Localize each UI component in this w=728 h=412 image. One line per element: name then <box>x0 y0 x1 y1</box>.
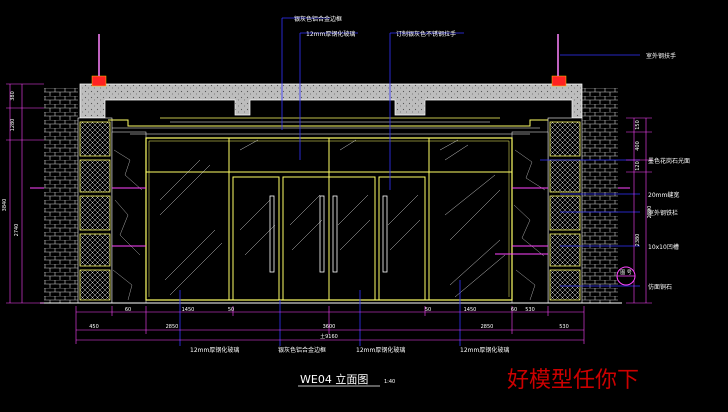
dim-bot-6: 3600 <box>323 324 336 330</box>
door-handles <box>269 195 388 273</box>
dim-bot-12: 530 <box>559 324 569 330</box>
dim-bot-1: 450 <box>89 324 99 330</box>
ann-bottom-glass-2: 12mm厚钢化玻璃 <box>356 346 405 354</box>
ann-bottom-aluminum: 银灰色铝合金边框 <box>278 346 326 354</box>
ann-right-granite: 墨色花岗石光面 <box>648 157 690 165</box>
dim-left-d: 2740 <box>14 224 20 237</box>
dim-right-a: 150 <box>635 120 641 130</box>
ann-right-gap: 20mm缝宽 <box>648 191 679 199</box>
detail-marker: 图 号 <box>616 266 636 286</box>
dim-right-d: 2890 <box>647 206 653 219</box>
dim-bot-8: 1450 <box>464 307 477 313</box>
ann-top-tempered-glass: 12mm厚钢化玻璃 <box>306 30 355 38</box>
ann-right-groove: 10x10凹槽 <box>648 243 679 251</box>
watermark: 好模型任你下 <box>507 368 639 393</box>
dim-bot-7: 50 <box>425 307 431 313</box>
dim-right-e: 2380 <box>635 234 641 247</box>
left-pillar <box>77 117 113 304</box>
magenta-accents <box>30 187 630 255</box>
dim-bot-4: 50 <box>228 307 234 313</box>
bottom-dimensions <box>75 306 585 344</box>
ann-top-aluminum-frame: 银灰色铝合金边框 <box>294 15 342 23</box>
dim-bot-9: 60 <box>511 307 517 313</box>
dim-right-c: 120 <box>635 161 641 171</box>
door-leaves <box>232 176 426 301</box>
ann-bottom-glass-3: 12mm厚钢化玻璃 <box>460 346 509 354</box>
ann-right-railing: 室外钢扶手 <box>646 52 676 60</box>
left-brick-wall <box>44 88 78 303</box>
ann-right-steel-rail: 室外钢铁栏 <box>648 209 678 217</box>
drawing-title: WE04 立面图 <box>300 372 368 386</box>
ann-right-stone: 仿面铜石 <box>648 283 672 291</box>
left-dimensions <box>6 83 44 304</box>
left-marble-panel <box>111 131 147 304</box>
dim-left-c: 3840 <box>2 199 8 212</box>
right-marble-panel <box>511 131 549 304</box>
drawing-scale: 1:40 <box>384 379 395 385</box>
dim-bot-5: 2850 <box>166 324 179 330</box>
dim-bot-11: 530 <box>525 307 535 313</box>
right-slab-cap <box>551 75 567 87</box>
dim-right-b: 400 <box>635 141 641 151</box>
ceiling-trim <box>108 117 548 135</box>
left-slab-cap <box>91 75 107 87</box>
dim-bot-total: 土9160 <box>320 333 338 340</box>
dim-bot-10: 2850 <box>481 324 494 330</box>
dim-left-b: 1280 <box>10 119 16 132</box>
right-brick-wall <box>582 88 618 303</box>
dim-left-a: 380 <box>10 91 16 101</box>
ann-top-steel-handle: 订制银灰色不锈钢拉手 <box>396 30 456 38</box>
dim-bot-3: 1450 <box>182 307 195 313</box>
right-pillar <box>547 117 583 304</box>
ann-bottom-glass-1: 12mm厚钢化玻璃 <box>190 346 239 354</box>
leader-lines <box>179 17 640 346</box>
glass-reflections <box>159 139 506 298</box>
dim-bot-2: 60 <box>125 307 131 313</box>
detail-marker-label: 图 号 <box>620 270 632 276</box>
